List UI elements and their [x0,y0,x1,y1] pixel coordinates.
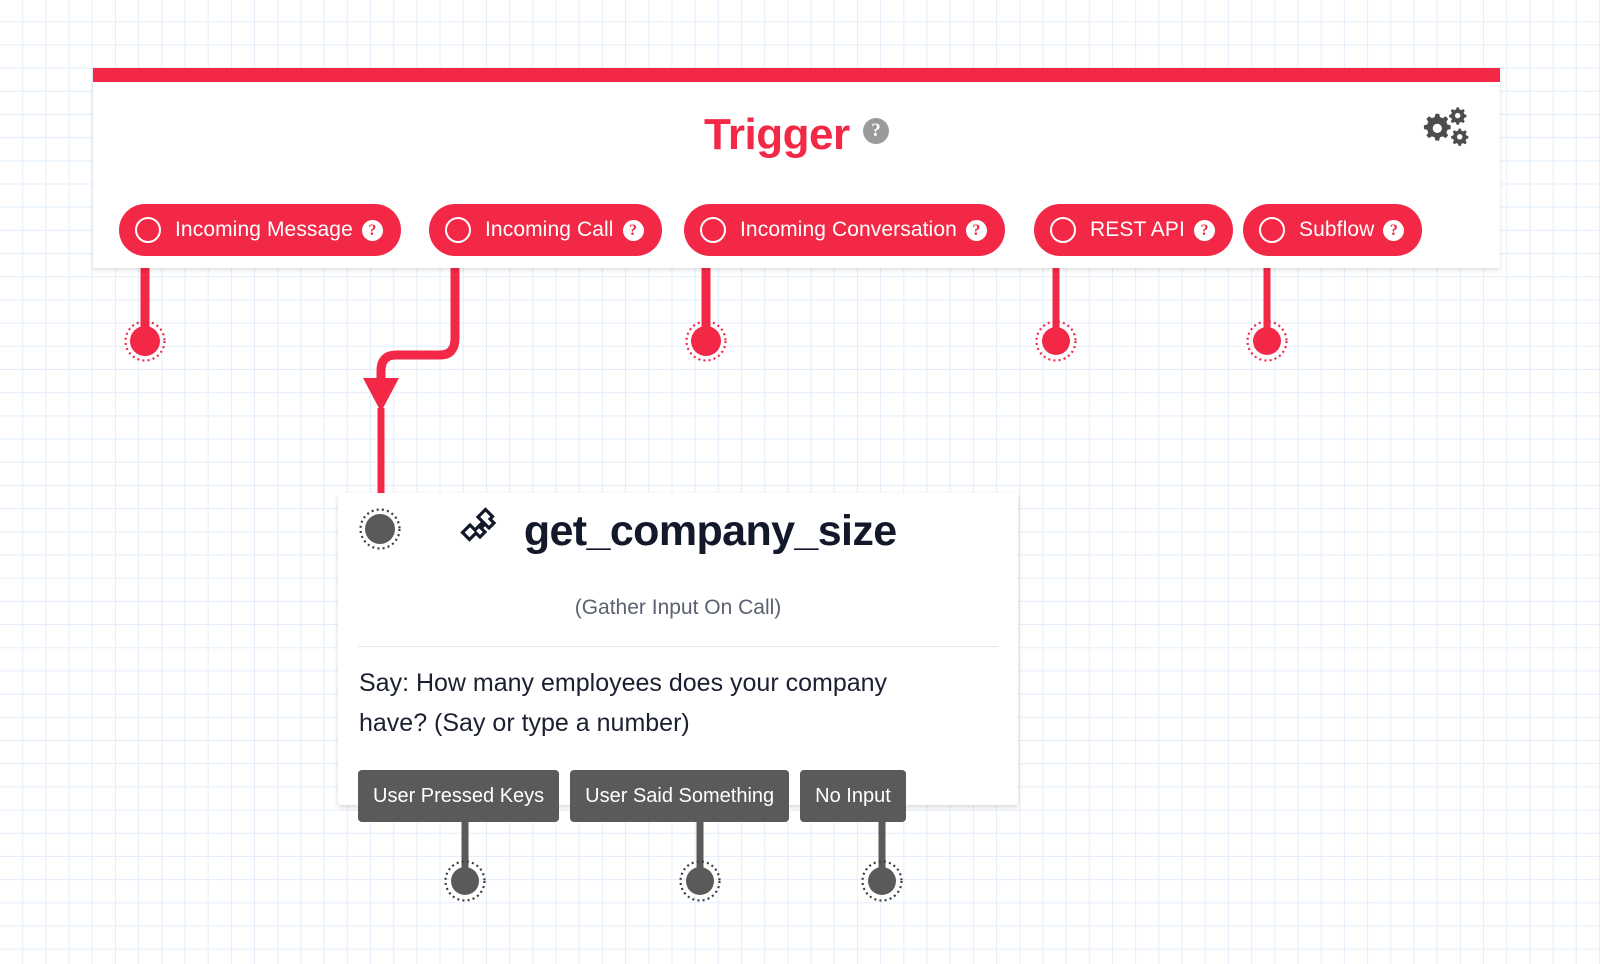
flow-node-get-company-size[interactable]: get_company_size (Gather Input On Call) … [338,493,1018,805]
help-icon[interactable]: ? [1193,219,1215,241]
help-icon[interactable]: ? [1383,219,1405,241]
page-title: Trigger [703,110,850,159]
radio-unchecked-icon [1259,217,1285,243]
port-core [868,867,896,895]
trigger-pill-label: Incoming Conversation [740,218,957,241]
node-body-text: Say: How many employees does your compan… [359,669,888,737]
port-core [1042,327,1070,355]
port-core [1253,327,1281,355]
trigger-pill-label: Incoming Message [175,218,353,241]
node-subtitle: (Gather Input On Call) [574,596,782,619]
port-ring [679,860,721,902]
trigger-pill-incoming-message[interactable]: Incoming Message ? [119,204,401,256]
port-core [365,514,395,544]
node-divider [358,646,998,647]
port-subflow[interactable] [1246,320,1288,362]
trigger-pill-subflow[interactable]: Subflow ? [1243,204,1423,256]
help-icon[interactable]: ? [361,219,383,241]
trigger-pill-row: Incoming Message ? Incoming Call ? Incom… [93,204,1500,256]
gear-small-top-icon [1449,107,1467,125]
output-tab-user-said-something[interactable]: User Said Something [570,770,790,822]
node-output-tabs: User Pressed Keys User Said Something No… [358,770,917,822]
output-tab-label: No Input [815,784,891,807]
edge-arrowhead-icon [363,378,399,412]
port-core [130,326,160,356]
node-title: get_company_size [523,507,897,555]
port-ring [861,860,903,902]
output-tab-label: User Pressed Keys [373,784,545,807]
port-incoming-conversation[interactable] [685,320,727,362]
trigger-pill-incoming-conversation[interactable]: Incoming Conversation ? [684,204,1005,256]
port-no-input[interactable] [861,860,903,902]
trigger-pill-label: Incoming Call [485,218,614,241]
radio-unchecked-icon [700,217,726,243]
trigger-panel: Trigger ? [93,68,1500,268]
trigger-title-row: Trigger ? [93,110,1500,160]
trigger-pill-incoming-call[interactable]: Incoming Call ? [429,204,662,256]
settings-gears-icon[interactable] [1418,104,1474,152]
port-ring [685,320,727,362]
port-ring [124,320,166,362]
port-core [686,867,714,895]
port-core [691,326,721,356]
port-ring [359,508,401,550]
gear-large-icon [1423,113,1451,141]
port-user-said-something[interactable] [679,860,721,902]
output-tab-no-input[interactable]: No Input [800,770,906,822]
radio-unchecked-icon [445,217,471,243]
trigger-pill-label: REST API [1090,218,1185,241]
port-incoming-message[interactable] [124,320,166,362]
radio-unchecked-icon [1050,217,1076,243]
output-tab-user-pressed-keys[interactable]: User Pressed Keys [358,770,560,822]
help-icon[interactable]: ? [965,219,987,241]
radio-unchecked-icon [135,217,161,243]
port-ring [1246,320,1288,362]
trigger-pill-label: Subflow [1299,218,1375,241]
trigger-help-icon[interactable]: ? [863,118,890,144]
trigger-pill-rest-api[interactable]: REST API ? [1034,204,1233,256]
port-core [451,867,479,895]
node-header-row: get_company_size [338,507,1018,556]
port-user-pressed-keys[interactable] [444,860,486,902]
port-rest-api[interactable] [1035,320,1077,362]
phone-handset-icon [459,505,507,554]
node-input-port[interactable] [359,508,401,550]
port-ring [444,860,486,902]
port-ring [1035,320,1077,362]
gear-small-bottom-icon [1451,128,1469,146]
output-tab-label: User Said Something [585,784,775,807]
help-icon[interactable]: ? [622,219,644,241]
